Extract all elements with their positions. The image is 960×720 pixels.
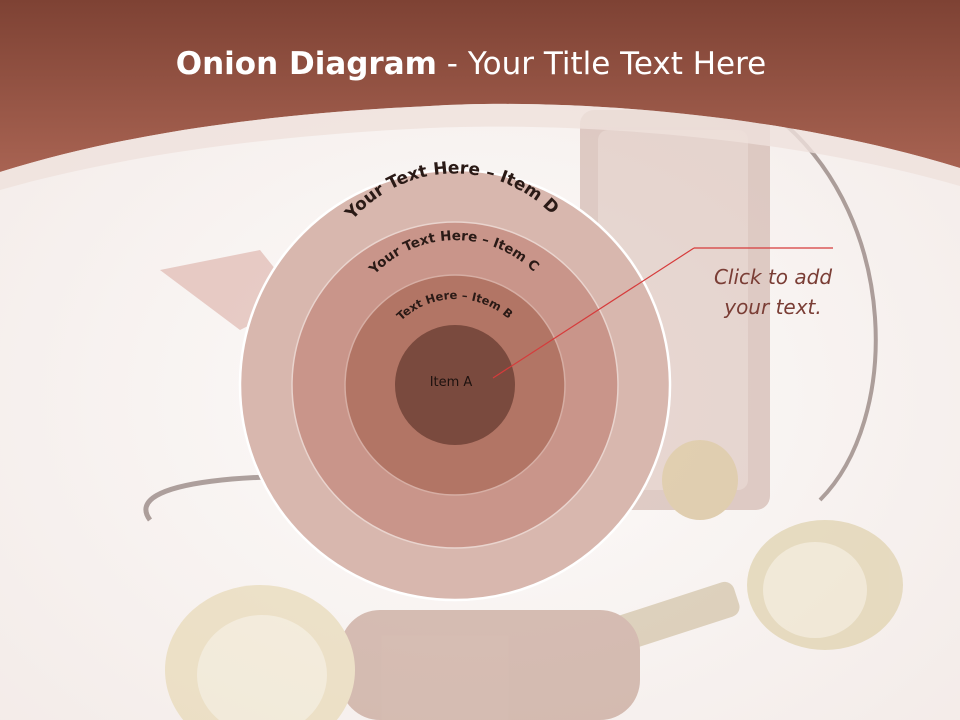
ring-item-a[interactable] <box>395 325 515 445</box>
slide-title-rest: - Your Title Text Here <box>436 46 767 82</box>
callout-connector <box>492 247 833 379</box>
header-highlight-swoosh <box>0 103 960 190</box>
onion-diagram: Your Text Here – Item D Your Text Here –… <box>238 158 672 602</box>
slide-title[interactable]: Onion Diagram - Your Title Text Here <box>0 46 942 82</box>
telephone-background-image <box>143 110 903 720</box>
callout-leader-line <box>492 247 695 379</box>
ring-label-item-a: Item A <box>430 375 473 390</box>
header-band <box>0 0 960 172</box>
slide-title-bold: Onion Diagram <box>175 46 437 82</box>
callout-placeholder-text[interactable]: Click to add your text. <box>713 265 833 319</box>
